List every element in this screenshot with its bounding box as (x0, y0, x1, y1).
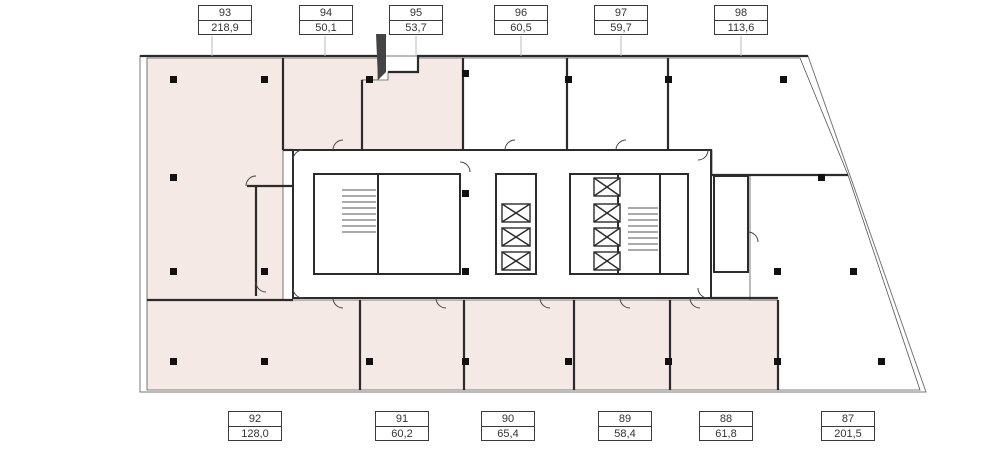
walls (140, 54, 848, 390)
unit-91-room[interactable] (359, 299, 465, 391)
unit-number: 94 (300, 6, 352, 21)
unit-area: 218,9 (211, 22, 239, 34)
unit-label-91[interactable]: 91 60,2 (375, 411, 429, 441)
unit-label-92[interactable]: 92 128,0 (228, 411, 282, 441)
unit-label-88[interactable]: 88 61,8 (699, 411, 753, 441)
unit-number: 90 (482, 412, 534, 427)
unit-93-room[interactable] (146, 57, 284, 301)
unit-number: 98 (715, 6, 767, 21)
unit-label-94[interactable]: 94 50,1 (299, 5, 353, 35)
unit-number: 92 (229, 412, 281, 427)
shaft-stub (376, 34, 386, 80)
unit-area: 60,5 (510, 22, 532, 34)
unit-number: 97 (595, 6, 647, 21)
unit-92-room[interactable] (146, 299, 361, 391)
unit-label-89[interactable]: 89 58,4 (598, 411, 652, 441)
door-swings (245, 139, 759, 309)
unit-97-room[interactable] (566, 57, 669, 151)
unit-label-93[interactable]: 93 218,9 (198, 5, 252, 35)
unit-number: 89 (599, 412, 651, 427)
unit-label-95[interactable]: 95 53,7 (389, 5, 443, 35)
unit-area: 60,2 (391, 428, 413, 440)
unit-area: 50,1 (315, 22, 337, 34)
unit-88-room[interactable] (669, 299, 779, 391)
unit-label-87[interactable]: 87 201,5 (821, 411, 875, 441)
unit-area: 201,5 (834, 428, 862, 440)
unit-area: 128,0 (241, 428, 269, 440)
unit-area: 58,4 (614, 428, 636, 440)
unit-area: 65,4 (497, 428, 519, 440)
core-rooms (313, 173, 749, 275)
unit-rooms (146, 57, 921, 391)
unit-area: 61,8 (715, 428, 737, 440)
unit-label-97[interactable]: 97 59,7 (594, 5, 648, 35)
unit-label-96[interactable]: 96 60,5 (494, 5, 548, 35)
unit-label-90[interactable]: 90 65,4 (481, 411, 535, 441)
stair-treads (342, 189, 658, 251)
label-leaders (211, 36, 742, 56)
unit-90-room[interactable] (463, 299, 575, 391)
unit-area: 59,7 (610, 22, 632, 34)
columns (170, 70, 885, 365)
unit-label-98[interactable]: 98 113,6 (714, 5, 768, 35)
elevators (501, 177, 621, 271)
unit-number: 96 (495, 6, 547, 21)
unit-number: 88 (700, 412, 752, 427)
unit-number: 87 (822, 412, 874, 427)
unit-number: 95 (390, 6, 442, 21)
unit-number: 93 (199, 6, 251, 21)
unit-89-room[interactable] (573, 299, 671, 391)
unit-area: 53,7 (405, 22, 427, 34)
unit-96-room[interactable] (462, 57, 568, 151)
unit-number: 91 (376, 412, 428, 427)
unit-area: 113,6 (727, 22, 755, 34)
